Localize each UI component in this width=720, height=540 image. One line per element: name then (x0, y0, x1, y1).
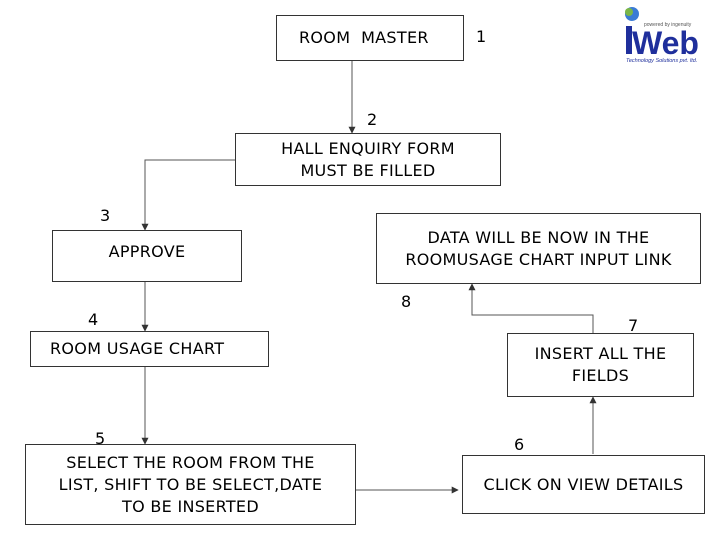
room-master-box: ROOM MASTER (276, 15, 464, 61)
step-1: 1 (476, 27, 487, 46)
logo-tagline-top: powered by ingenuity (644, 22, 692, 28)
step-2: 2 (367, 110, 378, 129)
step-3: 3 (100, 206, 111, 225)
view-details-label: CLICK ON VIEW DETAILS (483, 474, 684, 494)
step-4: 4 (88, 310, 99, 329)
arrow-insert-to-data (468, 283, 594, 333)
logo-wordmark: Web (632, 25, 699, 61)
select-room-label: SELECT THE ROOM FROM THE LIST, SHIFT TO … (58, 452, 323, 516)
room-usage-label: ROOM USAGE CHART (50, 339, 225, 358)
step-6: 6 (514, 435, 525, 454)
iweb-logo-graphic: powered by ingenuity Web Technology Solu… (625, 7, 699, 64)
insert-fields-box: INSERT ALL THE FIELDS (507, 333, 694, 397)
data-now-label: DATA WILL BE NOW IN THE ROOMUSAGE CHART … (405, 227, 672, 269)
step-5: 5 (95, 429, 106, 448)
insert-fields-label: INSERT ALL THE FIELDS (534, 344, 667, 385)
hall-enquiry-box: HALL ENQUIRY FORM MUST BE FILLED (235, 133, 501, 186)
data-now-box: DATA WILL BE NOW IN THE ROOMUSAGE CHART … (376, 213, 701, 284)
arrow-enquiry-to-approve (141, 159, 235, 231)
approve-box: APPROVE (52, 230, 242, 282)
step-7: 7 (628, 316, 639, 335)
step-8: 8 (401, 292, 412, 311)
approve-label: APPROVE (108, 242, 186, 261)
hall-enquiry-label: HALL ENQUIRY FORM MUST BE FILLED (281, 138, 455, 180)
room-usage-box: ROOM USAGE CHART (30, 331, 269, 367)
iweb-logo: powered by ingenuity Web Technology Solu… (618, 2, 720, 64)
select-room-box: SELECT THE ROOM FROM THE LIST, SHIFT TO … (25, 444, 356, 525)
logo-tagline-bottom: Technology Solutions pvt. ltd. (626, 58, 697, 64)
room-master-label: ROOM MASTER (299, 28, 429, 47)
view-details-box: CLICK ON VIEW DETAILS (462, 455, 705, 514)
